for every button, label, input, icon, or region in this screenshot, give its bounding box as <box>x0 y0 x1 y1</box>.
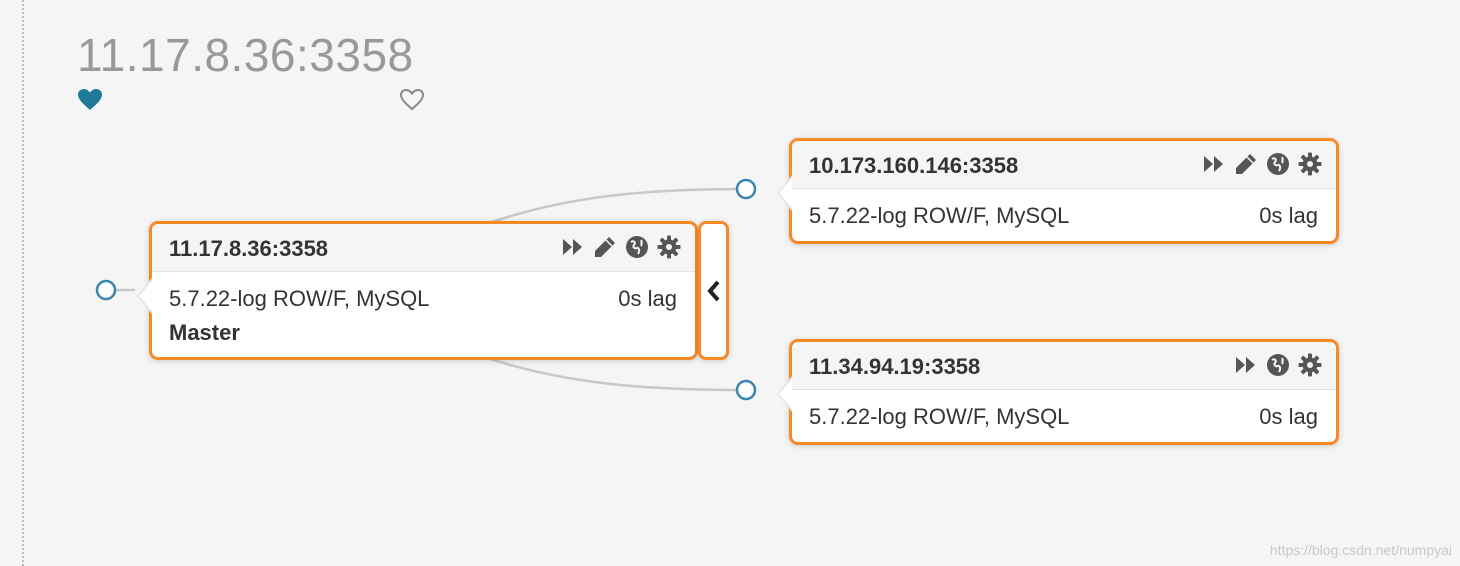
fast-forward-icon[interactable] <box>1234 353 1258 377</box>
node-actions <box>561 232 681 262</box>
globe-icon[interactable] <box>1266 353 1290 377</box>
pencil-icon[interactable] <box>593 235 617 259</box>
node-header: 11.17.8.36:3358 <box>152 224 695 272</box>
replica2-connector-circle <box>735 379 757 401</box>
gear-icon[interactable] <box>657 235 681 259</box>
node-caret <box>137 278 153 314</box>
node-lag: 0s lag <box>1259 404 1318 429</box>
cluster-title: 11.17.8.36:3358 <box>77 29 414 81</box>
replica1-connector-circle <box>735 178 757 200</box>
node-host: 11.17.8.36:3358 <box>169 236 329 261</box>
link-master-replica2 <box>469 350 746 392</box>
globe-icon[interactable] <box>625 235 649 259</box>
collapse-replicas-button[interactable] <box>698 221 729 360</box>
link-master-replica1 <box>469 187 746 232</box>
node-actions <box>1202 149 1322 179</box>
watermark: https://blog.csdn.net/numpyai <box>1269 542 1452 558</box>
globe-icon[interactable] <box>1266 152 1290 176</box>
node-role: Master <box>169 320 240 345</box>
master-connector-circle <box>95 279 117 301</box>
node-version: 5.7.22-log ROW/F, MySQL <box>809 404 1070 429</box>
heart-filled-icon[interactable] <box>77 88 103 112</box>
node-header: 10.173.160.146:3358 <box>792 141 1336 189</box>
node-header: 11.34.94.19:3358 <box>792 342 1336 390</box>
fast-forward-icon[interactable] <box>561 235 585 259</box>
replica-node[interactable]: 11.34.94.19:3358 <box>777 339 1339 445</box>
gear-icon[interactable] <box>1298 353 1322 377</box>
node-lag: 0s lag <box>1259 203 1318 228</box>
gear-icon[interactable] <box>1298 152 1322 176</box>
node-version: 5.7.22-log ROW/F, MySQL <box>169 286 430 311</box>
node-host: 11.34.94.19:3358 <box>809 354 981 379</box>
replica-node[interactable]: 10.173.160.146:3358 <box>777 138 1339 244</box>
node-caret <box>777 175 793 211</box>
chevron-left-icon <box>707 280 720 302</box>
master-node[interactable]: 11.17.8.36:3358 <box>137 221 698 360</box>
pencil-icon[interactable] <box>1234 152 1258 176</box>
node-host: 10.173.160.146:3358 <box>809 153 1019 178</box>
node-lag: 0s lag <box>618 286 677 311</box>
heart-outline-icon[interactable] <box>399 88 425 112</box>
fast-forward-icon[interactable] <box>1202 152 1226 176</box>
node-version: 5.7.22-log ROW/F, MySQL <box>809 203 1070 228</box>
node-caret <box>777 376 793 412</box>
node-actions <box>1234 350 1322 380</box>
left-divider <box>22 0 24 566</box>
